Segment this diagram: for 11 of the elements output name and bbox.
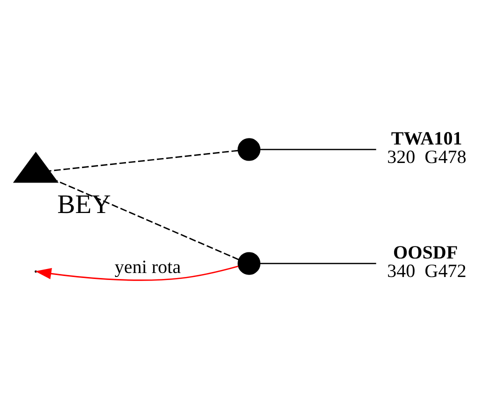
node-circle: [238, 138, 260, 160]
connector: [49, 149, 238, 172]
connector: [56, 180, 239, 260]
arrow: [35, 265, 238, 280]
edge-label: yeni rota: [114, 256, 181, 278]
connector: [260, 262, 376, 264]
connector: [260, 148, 376, 150]
node-text: OOSDF 340 G472: [387, 242, 466, 282]
node-label: BEY: [57, 188, 111, 219]
node-text: TWA101 320 G478: [387, 128, 466, 168]
node-circle: [238, 252, 260, 274]
